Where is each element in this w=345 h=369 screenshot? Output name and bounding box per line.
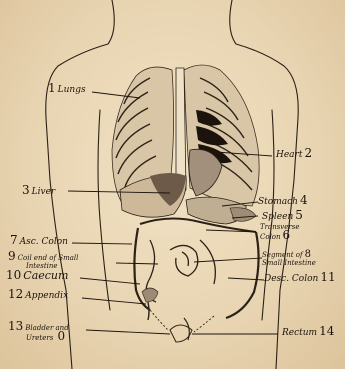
spleen bbox=[230, 208, 256, 222]
caecum bbox=[142, 288, 158, 302]
neck-left bbox=[46, 0, 115, 369]
ureters bbox=[150, 310, 214, 332]
appendix bbox=[148, 302, 149, 320]
sternum bbox=[176, 68, 186, 192]
descending-colon bbox=[226, 232, 259, 318]
rectum bbox=[184, 318, 189, 340]
